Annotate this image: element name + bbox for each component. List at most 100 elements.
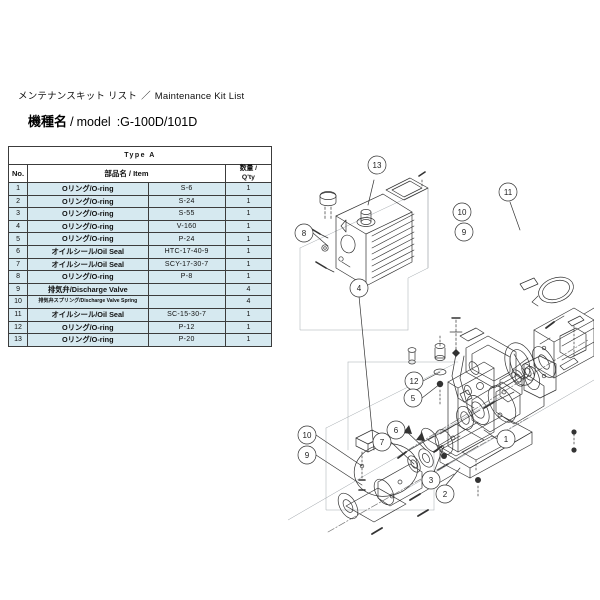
cell-no: 2 [7, 194, 29, 209]
callout-label-1: 1 [504, 435, 509, 444]
cell-no: 12 [7, 320, 29, 335]
callout-label-12: 12 [410, 377, 419, 386]
model-label-japanese: 機種名 [28, 114, 68, 129]
cell-part-number: HTC-17-40-9 [147, 244, 226, 259]
upper-reference-panel [299, 187, 459, 451]
column-header-qty-line1: 数量 / [239, 165, 258, 173]
callout-4[interactable]: 4 [349, 278, 375, 451]
callout-label-6: 6 [394, 426, 399, 435]
exploded-parts-diagram: 13 11 10 9 [288, 150, 594, 540]
callout-label-2: 2 [443, 490, 448, 499]
upper-assembly-group [299, 171, 594, 501]
cell-qty: 4 [224, 282, 273, 297]
callout-bubble-group: 13 11 10 9 [294, 155, 521, 504]
callout-10-upper[interactable]: 10 [452, 202, 472, 222]
title-english: Maintenance Kit List [154, 91, 245, 102]
column-header-no: No. [7, 164, 29, 183]
cell-part-number: P-20 [147, 333, 226, 347]
callout-label-10-upper: 10 [458, 208, 467, 217]
model-value: :G-100D/101D [116, 115, 198, 129]
column-header-qty-line2: Q'ty [241, 173, 255, 181]
top-gasket-plate [385, 171, 429, 201]
callout-label-5: 5 [411, 394, 416, 403]
model-slash: / [70, 114, 74, 129]
callout-2[interactable]: 2 [435, 467, 461, 504]
document-title-block: メンテナンスキット リスト／Maintenance Kit List 機種名/m… [18, 88, 318, 130]
cell-no: 9 [7, 282, 29, 297]
title-separator: ／ [141, 91, 151, 102]
cell-part-number: P-24 [147, 232, 226, 246]
lower-fastener-group [407, 335, 577, 499]
cell-no: 3 [7, 207, 29, 221]
cell-part-number: V-160 [147, 219, 226, 234]
cell-qty: 1 [224, 307, 273, 322]
cell-item: Oリング/O-ring [27, 320, 149, 335]
cell-no: 1 [7, 182, 29, 196]
callout-10-lower[interactable]: 10 [297, 425, 363, 467]
callout-label-11: 11 [504, 188, 513, 197]
table-type-label: Type A [8, 146, 272, 165]
cell-item: Oリング/O-ring [27, 333, 149, 347]
pump-head-body [335, 193, 415, 287]
cell-qty: 1 [224, 182, 273, 196]
cell-item: Oリング/O-ring [27, 207, 149, 221]
callout-1[interactable]: 1 [483, 429, 516, 449]
cell-no: 8 [7, 270, 29, 284]
cell-qty: 1 [224, 232, 273, 246]
cell-item: オイルシール/Oil Seal [27, 257, 149, 272]
column-header-item: 部品名 / Item [27, 164, 226, 183]
cell-part-number: P-8 [147, 270, 226, 284]
title-japanese: メンテナンスキット リスト [18, 91, 138, 102]
callout-label-3: 3 [429, 476, 434, 485]
cell-qty: 1 [224, 320, 273, 335]
rear-cover-frame [459, 327, 517, 389]
callout-label-4: 4 [357, 284, 362, 293]
cell-item: オイルシール/Oil Seal [27, 307, 149, 322]
cell-no: 7 [7, 257, 29, 272]
cell-item: Oリング/O-ring [27, 182, 149, 196]
callout-label-9-lower: 9 [305, 451, 310, 460]
cell-qty: 1 [224, 257, 273, 272]
cell-part-number: SCY-17-30-7 [147, 257, 226, 272]
cell-item: Oリング/O-ring [27, 270, 149, 284]
callout-3[interactable]: 3 [421, 445, 445, 490]
callout-11[interactable]: 11 [498, 182, 521, 231]
callout-9-lower[interactable]: 9 [297, 445, 363, 486]
callout-12[interactable]: 12 [404, 371, 441, 391]
cell-part-number: S-6 [147, 182, 226, 196]
callout-13[interactable]: 13 [367, 155, 387, 206]
cell-item: Oリング/O-ring [27, 219, 149, 234]
callout-label-9-upper: 9 [462, 228, 467, 237]
oil-fill-port [356, 209, 376, 227]
cell-item: 排気弁/Discharge Valve [27, 282, 149, 297]
cell-part-number [147, 282, 226, 297]
cell-part-number: P-12 [147, 320, 226, 335]
cell-qty: 1 [224, 270, 273, 284]
callout-label-10-lower: 10 [303, 431, 312, 440]
motor-fan-cover [504, 307, 594, 386]
hose-clamp-part [519, 276, 574, 329]
cell-no: 13 [7, 333, 29, 347]
callout-5[interactable]: 5 [403, 383, 441, 408]
callout-6[interactable]: 6 [386, 420, 427, 451]
callout-label-13: 13 [373, 161, 382, 170]
model-line: 機種名/model:G-100D/101D [28, 111, 318, 130]
exhaust-valve-assembly [449, 317, 480, 409]
cell-item: Oリング/O-ring [27, 232, 149, 246]
cell-part-number: SC-15-30-7 [147, 307, 226, 322]
callout-8[interactable]: 8 [294, 223, 329, 247]
column-header-qty: 数量 / Q'ty [224, 164, 273, 183]
callout-9-upper[interactable]: 9 [454, 222, 474, 242]
callout-7[interactable]: 7 [372, 432, 415, 465]
cell-qty: 1 [224, 333, 273, 347]
